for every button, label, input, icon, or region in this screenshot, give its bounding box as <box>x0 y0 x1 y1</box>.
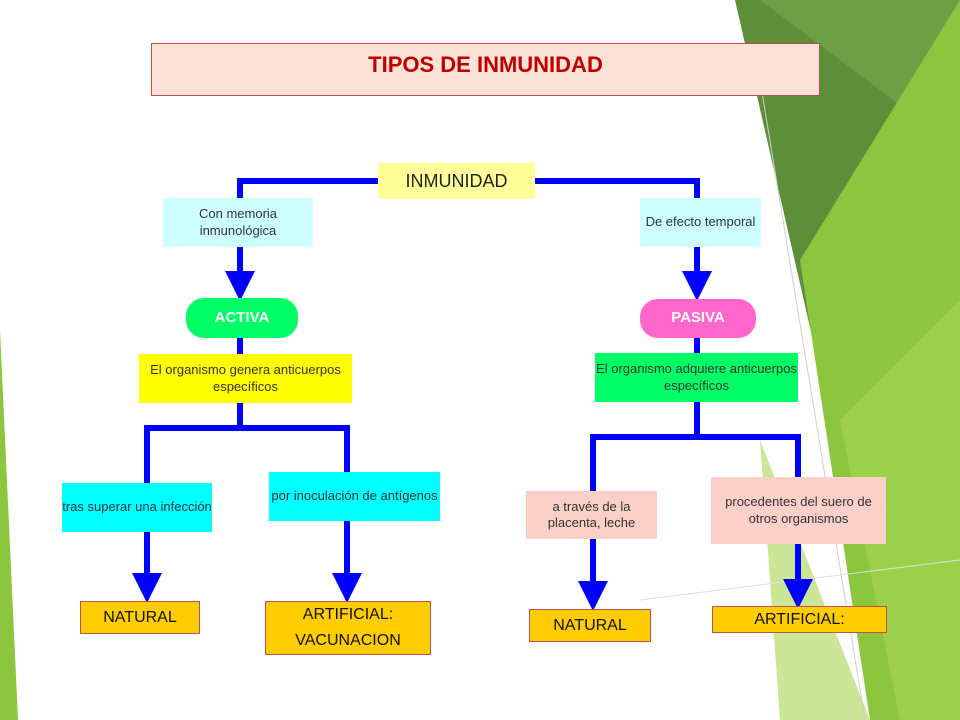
result-artificial-activa: ARTIFICIAL: VACUNACION <box>265 601 431 655</box>
description-pasiva: El organismo adquiere anticuerpos especí… <box>595 353 798 402</box>
condition-right: De efecto temporal <box>640 198 761 247</box>
result-natural-activa: NATURAL <box>80 601 200 634</box>
cause-artificial-pasiva: procedentes del suero de otros organismo… <box>711 477 886 544</box>
cause-natural-activa: tras superar una infección <box>62 483 212 532</box>
type-pasiva: PASIVA <box>640 299 756 338</box>
connector-pasiva-split <box>590 402 700 491</box>
connector-activa-split <box>144 403 243 483</box>
cause-natural-pasiva: a través de la placenta, leche <box>526 491 657 539</box>
root-node: INMUNIDAD <box>378 163 535 199</box>
result-artificial-line2: VACUNACION <box>295 632 401 649</box>
cause-artificial-activa: por inoculación de antígenos <box>269 472 440 521</box>
description-activa: El organismo genera anticuerpos específi… <box>139 354 352 403</box>
connector-root-left <box>237 178 378 198</box>
type-activa: ACTIVA <box>186 298 298 338</box>
result-natural-pasiva: NATURAL <box>529 609 651 642</box>
connector-root-right <box>535 178 700 198</box>
condition-left: Con memoria inmunológica <box>163 198 313 247</box>
result-artificial-pasiva: ARTIFICIAL: <box>712 606 887 633</box>
result-artificial-line1: ARTIFICIAL: <box>302 606 394 623</box>
title-box: TIPOS DE INMUNIDAD <box>151 43 820 96</box>
page-title: TIPOS DE INMUNIDAD <box>368 52 603 77</box>
